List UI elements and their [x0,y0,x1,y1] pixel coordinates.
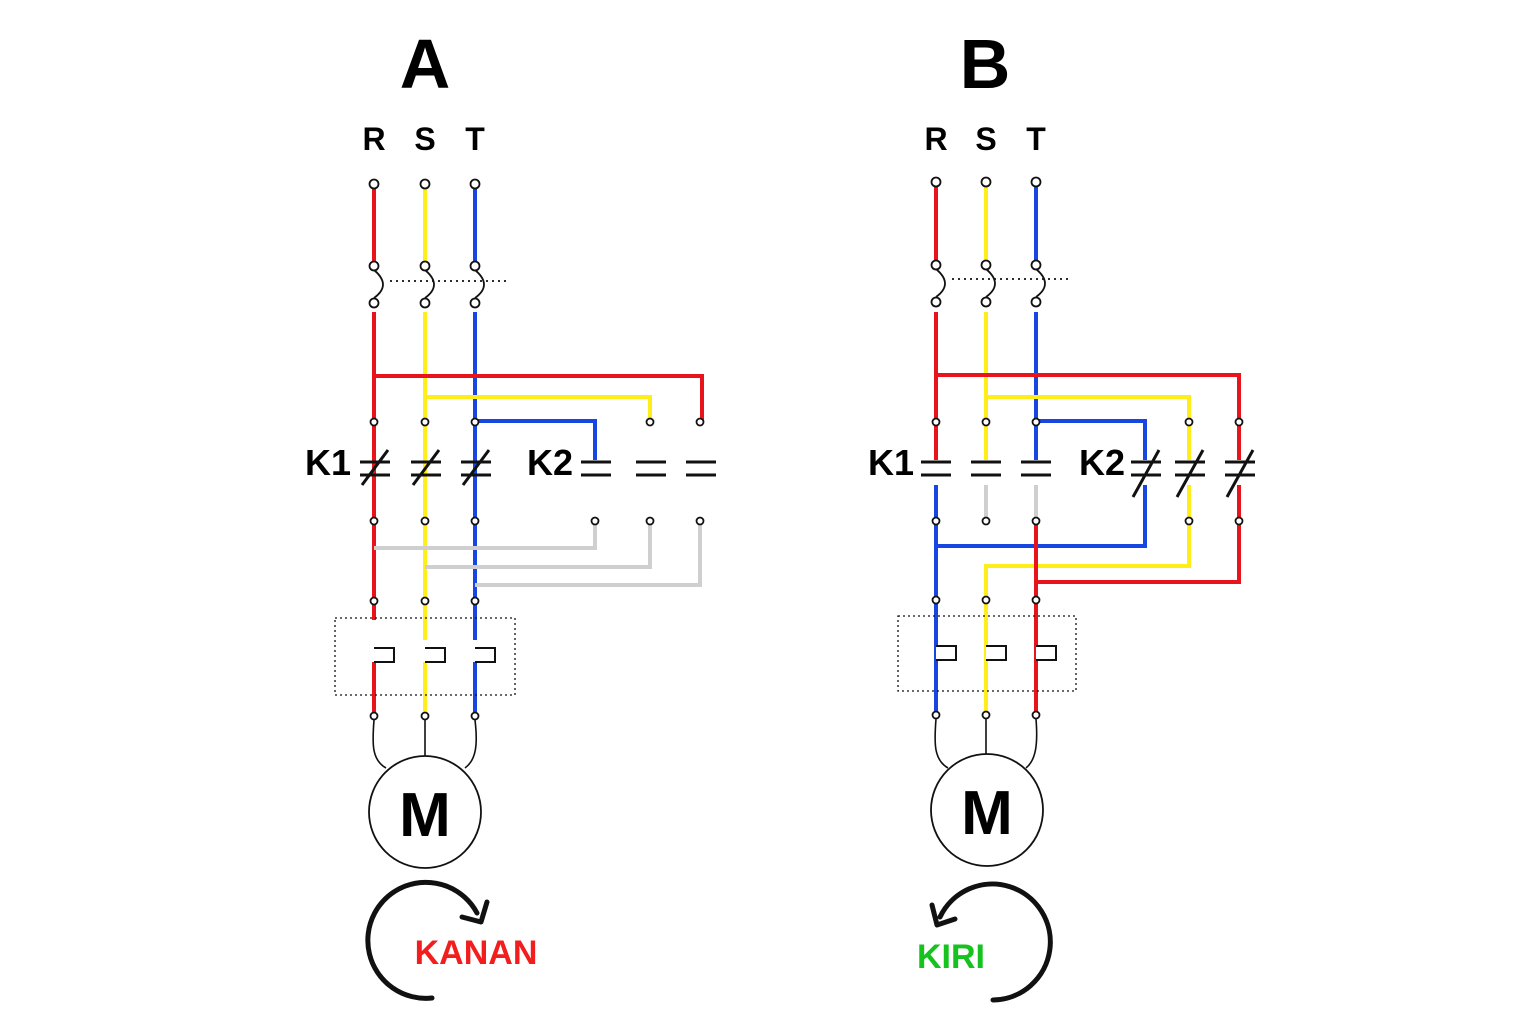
diagram-a-rotation-arrow-icon [365,879,490,1001]
diagram-b-k2-feed-wires [936,373,1241,460]
diagram-b-k1-contacts [921,460,1051,477]
diagram-a-rotation-label: KANAN [415,934,538,972]
diagram-b-motor-label: M [961,779,1013,848]
diagram-a-overload-relay [334,617,516,696]
diagram-b-k2-contacts [1131,449,1255,498]
diagram-b-circuit-breaker [930,259,1072,308]
diagram-b-phase-s-label: S [975,121,996,157]
diagram-a: A R S T [305,25,716,1001]
diagram-b-overload-relay [897,615,1077,692]
diagram-b-terminals [930,176,1244,720]
diagram-b-k1-output-wires [984,485,1038,520]
diagram-b-k2-label: K2 [1079,442,1125,483]
diagram-a-k2-output-wires [374,525,702,587]
diagram-b-rotation-label: KIRI [917,938,985,976]
diagram-b-motor: M [930,718,1044,867]
diagram-a-k2-feed-wires [374,374,704,460]
diagram-b-supply-wires [934,187,1038,460]
diagram-a-k1-label: K1 [305,442,351,483]
diagram-a-k2-contacts [581,460,716,477]
diagram-b-k1-label: K1 [868,442,914,483]
diagram-a-phase-t-label: T [465,121,485,157]
diagram-b-title: B [960,25,1011,103]
diagram-a-circuit-breaker [368,260,510,309]
diagram-a-k1-contacts [360,449,491,486]
diagram-b-rotation-arrow-icon [929,881,1053,1003]
diagram-b: B R S T [868,25,1255,1003]
diagram-a-motor: M [368,719,482,869]
diagram-b-phase-t-label: T [1026,121,1046,157]
diagram-a-terminals [368,178,705,721]
diagram-a-phase-r-label: R [362,121,385,157]
diagram-a-title: A [400,25,451,103]
diagram-a-phase-s-label: S [414,121,435,157]
diagram-a-k2-label: K2 [527,442,573,483]
diagram-b-k2-output-wires [934,485,1241,712]
diagram-b-phase-r-label: R [924,121,947,157]
diagram-a-motor-label: M [399,781,451,850]
